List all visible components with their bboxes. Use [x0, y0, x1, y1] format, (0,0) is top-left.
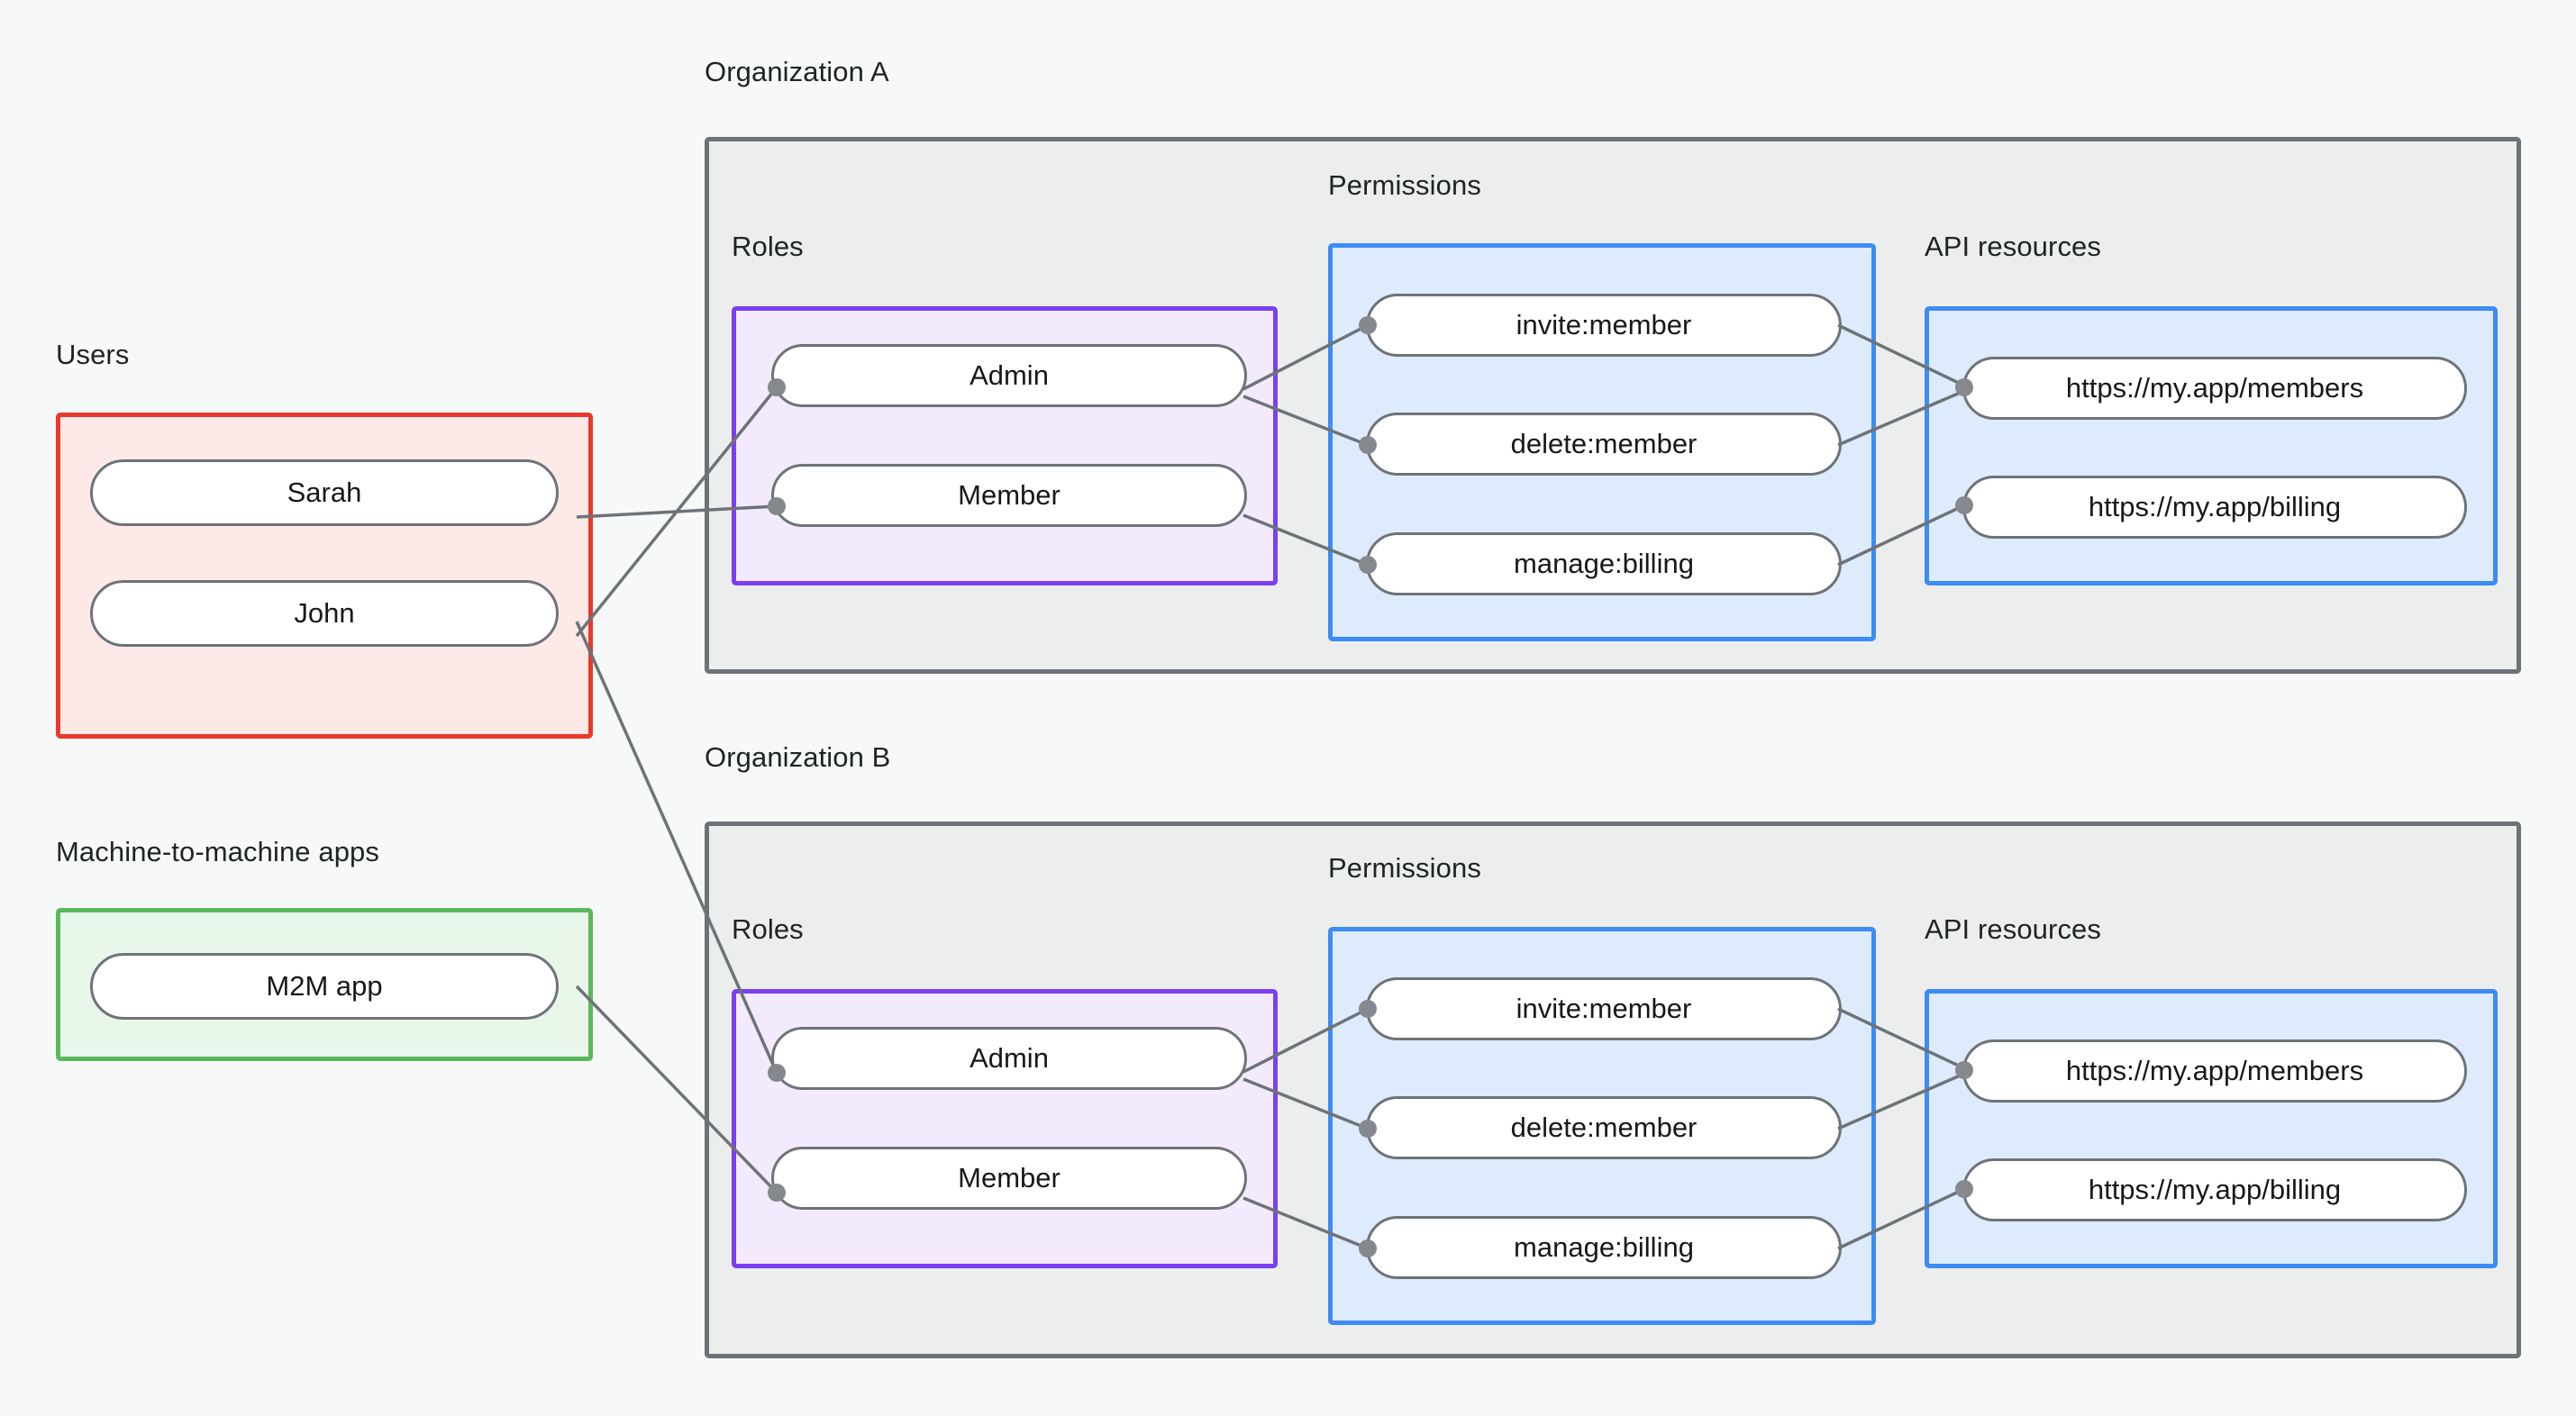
org-b-label: Organization B: [705, 741, 891, 773]
org-a-label: Organization A: [705, 56, 889, 87]
org-b-role-member[interactable]: Member: [771, 1147, 1247, 1210]
user-node-john[interactable]: John: [90, 580, 559, 647]
users-group-label: Users: [56, 339, 130, 370]
org-b-api-container: [1925, 989, 2498, 1268]
org-b-permission-manage-billing[interactable]: manage:billing: [1366, 1216, 1842, 1279]
org-b-permission-invite-member[interactable]: invite:member: [1366, 977, 1842, 1040]
org-a-permissions-label: Permissions: [1328, 169, 1481, 201]
org-b-role-admin[interactable]: Admin: [771, 1027, 1247, 1090]
org-a-api-resource-billing[interactable]: https://my.app/billing: [1962, 476, 2467, 539]
org-b-api-resource-billing[interactable]: https://my.app/billing: [1962, 1158, 2467, 1221]
org-a-roles-label: Roles: [732, 231, 804, 262]
user-node-sarah[interactable]: Sarah: [90, 459, 559, 526]
org-a-permission-delete-member[interactable]: delete:member: [1366, 413, 1842, 476]
org-a-api-container: [1925, 306, 2498, 585]
org-b-permissions-label: Permissions: [1328, 852, 1481, 884]
m2m-node-app[interactable]: M2M app: [90, 953, 559, 1020]
org-b-permission-delete-member[interactable]: delete:member: [1366, 1096, 1842, 1159]
org-a-permission-invite-member[interactable]: invite:member: [1366, 294, 1842, 357]
org-a-permission-manage-billing[interactable]: manage:billing: [1366, 532, 1842, 595]
org-b-api-resource-members[interactable]: https://my.app/members: [1962, 1039, 2467, 1103]
org-b-api-resources-label: API resources: [1925, 913, 2101, 945]
org-a-role-admin[interactable]: Admin: [771, 344, 1247, 407]
org-a-role-member[interactable]: Member: [771, 464, 1247, 527]
org-a-api-resource-members[interactable]: https://my.app/members: [1962, 357, 2467, 420]
org-a-api-resources-label: API resources: [1925, 231, 2101, 262]
org-b-roles-label: Roles: [732, 913, 804, 945]
m2m-group-label: Machine-to-machine apps: [56, 836, 379, 867]
